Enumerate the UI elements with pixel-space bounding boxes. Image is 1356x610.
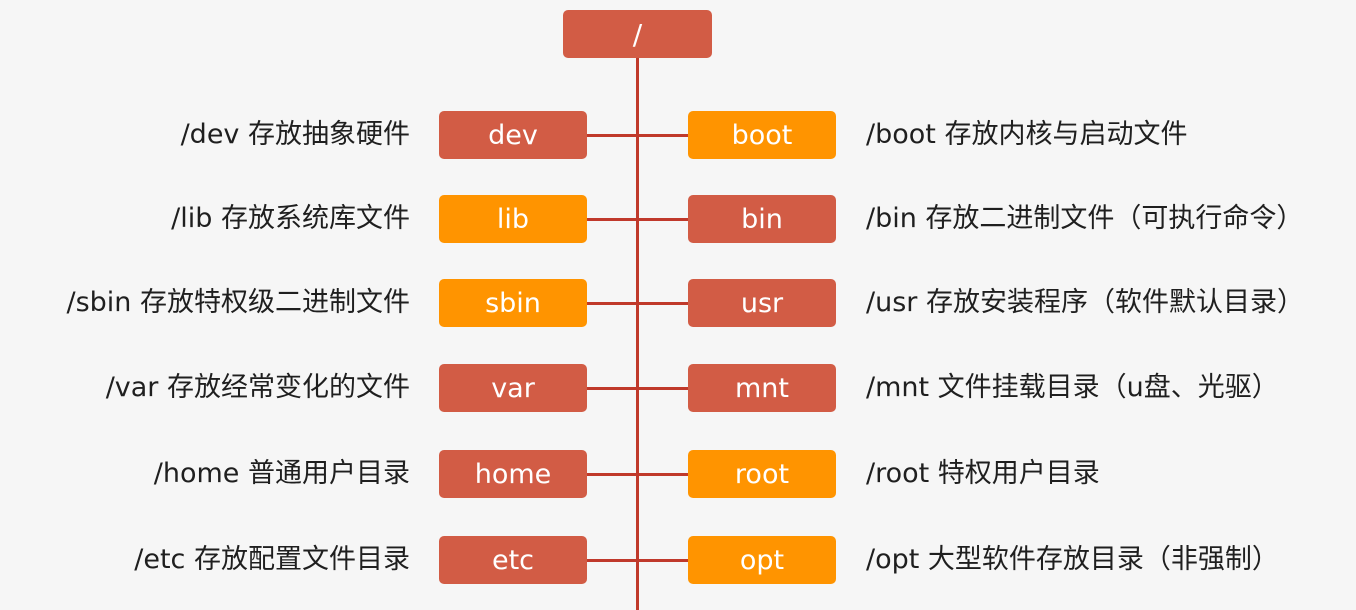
- dir-description-mnt: /mnt 文件挂载目录（u盘、光驱）: [866, 372, 1279, 403]
- dir-node-sbin: sbin: [439, 279, 587, 327]
- branch-line-left: [587, 559, 637, 562]
- branch-line-right: [639, 302, 688, 305]
- branch-line-right: [639, 559, 688, 562]
- dir-node-root: root: [688, 450, 836, 498]
- branch-line-left: [587, 134, 637, 137]
- tree-trunk-line: [636, 58, 639, 610]
- branch-line-left: [587, 387, 637, 390]
- dir-node-var: var: [439, 364, 587, 412]
- root-node: /: [563, 10, 712, 58]
- dir-node-lib: lib: [439, 195, 587, 243]
- dir-description-var: /var 存放经常变化的文件: [105, 372, 410, 403]
- branch-line-right: [639, 218, 688, 221]
- dir-node-bin: bin: [688, 195, 836, 243]
- dir-node-dev: dev: [439, 111, 587, 159]
- dir-description-etc: /etc 存放配置文件目录: [134, 544, 410, 575]
- dir-description-home: /home 普通用户目录: [153, 458, 410, 489]
- branch-line-right: [639, 134, 688, 137]
- dir-description-root: /root 特权用户目录: [866, 458, 1100, 489]
- branch-line-left: [587, 302, 637, 305]
- branch-line-left: [587, 218, 637, 221]
- dir-node-boot: boot: [688, 111, 836, 159]
- dir-description-usr: /usr 存放安装程序（软件默认目录）: [866, 287, 1304, 318]
- dir-node-etc: etc: [439, 536, 587, 584]
- dir-description-bin: /bin 存放二进制文件（可执行命令）: [866, 203, 1304, 234]
- dir-node-home: home: [439, 450, 587, 498]
- dir-description-boot: /boot 存放内核与启动文件: [866, 119, 1188, 150]
- dir-node-mnt: mnt: [688, 364, 836, 412]
- dir-description-opt: /opt 大型软件存放目录（非强制）: [866, 544, 1279, 575]
- dir-node-opt: opt: [688, 536, 836, 584]
- dir-description-lib: /lib 存放系统库文件: [171, 203, 410, 234]
- branch-line-right: [639, 387, 688, 390]
- dir-description-dev: /dev 存放抽象硬件: [180, 119, 410, 150]
- branch-line-right: [639, 473, 688, 476]
- dir-node-usr: usr: [688, 279, 836, 327]
- dir-description-sbin: /sbin 存放特权级二进制文件: [66, 287, 411, 318]
- branch-line-left: [587, 473, 637, 476]
